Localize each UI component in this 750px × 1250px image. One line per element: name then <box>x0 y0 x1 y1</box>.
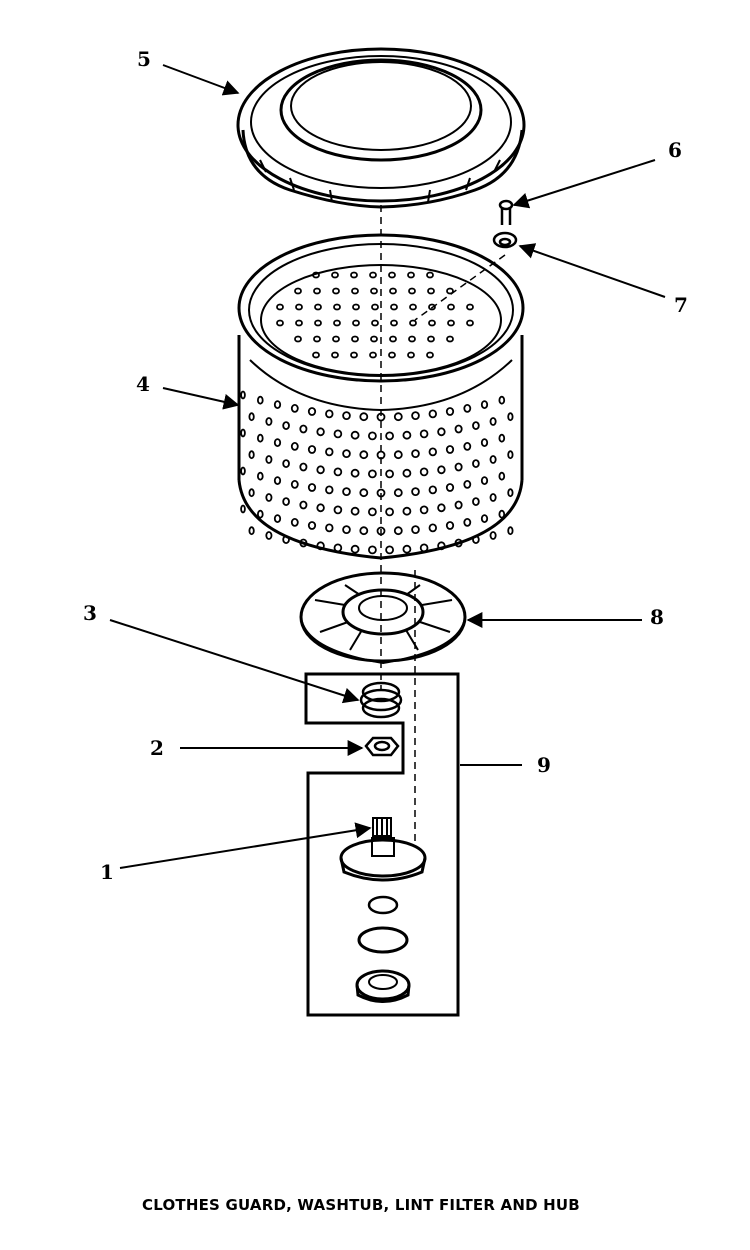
callout-6: 6 <box>668 138 682 162</box>
callout-7: 7 <box>674 293 688 317</box>
callout-8: 8 <box>650 605 664 629</box>
washtub-perforations <box>240 271 514 555</box>
hub-seal <box>359 681 403 719</box>
leader-6 <box>512 159 656 209</box>
diagram-caption: CLOTHES GUARD, WASHTUB, LINT FILTER AND … <box>142 1196 580 1214</box>
leader-3 <box>109 619 360 704</box>
leader-1 <box>119 822 372 869</box>
bolt-screw <box>498 199 514 225</box>
callout-4: 4 <box>136 372 150 396</box>
lint-filter <box>299 571 467 665</box>
bolt-axis-line <box>414 254 506 321</box>
spline-coupling <box>372 817 392 837</box>
callout-9: 9 <box>537 753 551 777</box>
callout-1: 1 <box>100 860 114 884</box>
hub-kit-outline <box>304 672 460 1017</box>
leader-7 <box>518 243 666 298</box>
callout-3: 3 <box>83 601 97 625</box>
leader-5 <box>162 64 240 96</box>
leader-4 <box>162 387 240 410</box>
callout-2: 2 <box>150 736 164 760</box>
callout-5: 5 <box>137 47 151 71</box>
washtub-basket <box>237 233 525 560</box>
washer-nut <box>492 231 518 249</box>
hex-nut <box>364 736 400 757</box>
clothes-guard-ring <box>236 47 526 209</box>
hub-assembly <box>339 837 427 1003</box>
